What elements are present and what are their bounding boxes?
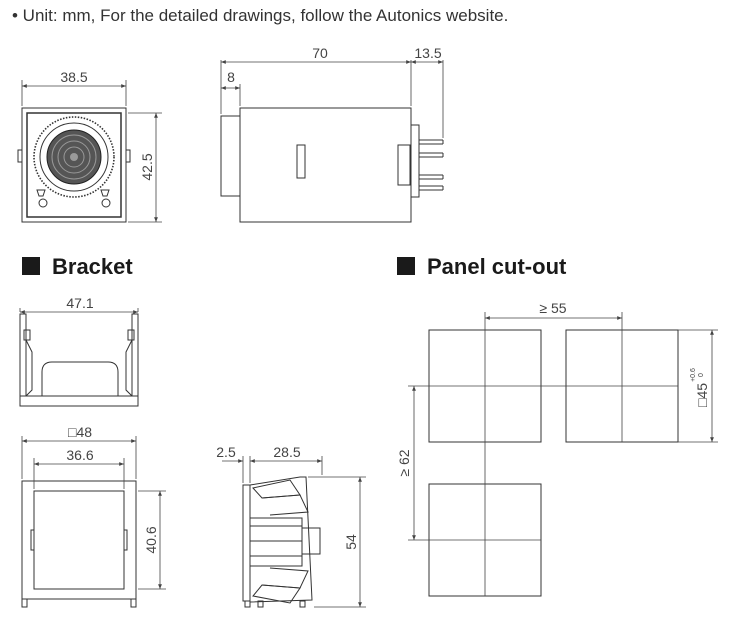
cutout-size-label: □45 [694, 383, 710, 407]
front-width-label: 38.5 [60, 69, 87, 85]
bracket-side-view [242, 476, 321, 608]
bracket-inner-label: 36.6 [66, 447, 93, 463]
heading-square-icon [22, 257, 40, 275]
bracket-top-dimensions [19, 308, 139, 314]
bracket-outer-label: □48 [68, 424, 92, 440]
bracket-front-view [21, 480, 137, 608]
bracket-top-view [19, 313, 139, 407]
front-view [17, 107, 131, 223]
side-length-label: 70 [312, 45, 328, 61]
dial-ring [33, 116, 115, 198]
heading-square-icon [397, 257, 415, 275]
cutout-tol-upper-label: +0.6 [690, 368, 697, 382]
bracket-heading-label: Bracket [52, 254, 133, 279]
side-dimensions [220, 60, 444, 138]
cutout-heading: Panel cut-out [397, 254, 566, 280]
side-view [220, 107, 444, 223]
cutout-pitch-x-label: ≥ 55 [539, 300, 566, 316]
bracket-front-dimensions [21, 436, 166, 590]
bracket-width-label: 47.1 [66, 295, 93, 311]
side-front-label: 8 [227, 69, 235, 85]
cutout-tol-lower-label: 0 [698, 373, 705, 377]
bracket-height-label: 40.6 [143, 526, 159, 553]
bracket-side-b-label: 28.5 [273, 444, 300, 460]
bracket-heading: Bracket [22, 254, 133, 280]
unit-note: • Unit: mm, For the detailed drawings, f… [12, 6, 509, 25]
bracket-side-dimensions [222, 456, 366, 608]
front-height-label: 42.5 [139, 153, 155, 180]
panel-cutout [428, 329, 679, 597]
front-dimensions [21, 80, 162, 223]
side-pins-label: 13.5 [414, 45, 441, 61]
cutout-pitch-y-label: ≥ 62 [396, 449, 412, 476]
cutout-center-lines [408, 312, 718, 596]
cutout-heading-label: Panel cut-out [427, 254, 567, 279]
bracket-side-h-label: 54 [343, 534, 359, 550]
bracket-side-a-label: 2.5 [216, 444, 236, 460]
